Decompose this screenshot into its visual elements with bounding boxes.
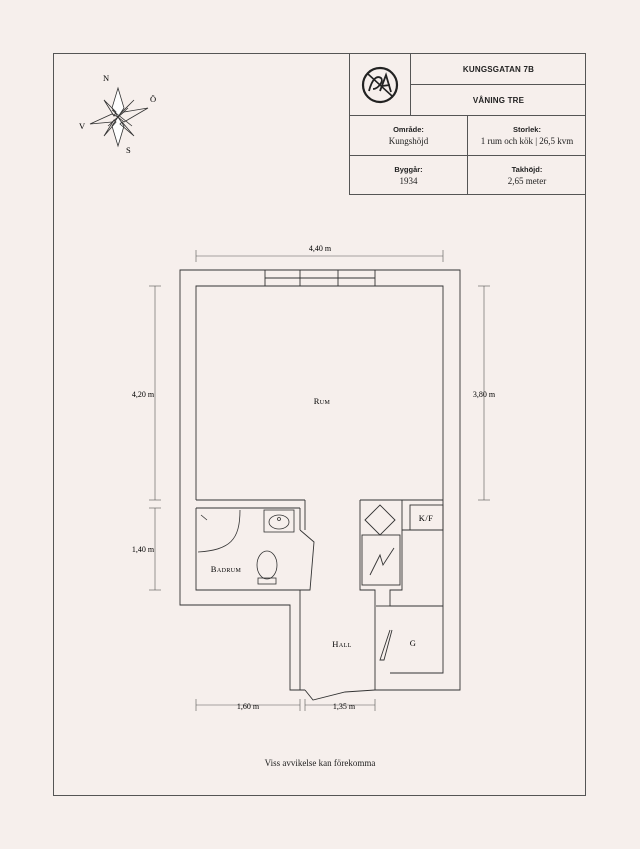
area-label: Område: xyxy=(393,125,424,134)
disclaimer: Viss avvikelse kan förekomma xyxy=(264,758,376,768)
dim-top-width: 4,40 m xyxy=(309,244,332,253)
bathroom-fixtures xyxy=(197,509,295,585)
year-value: 1934 xyxy=(399,176,418,186)
title-block: KUNGSGATAN 7B VÅNING TRE Område: Kungshö… xyxy=(349,54,586,195)
height-cell: Takhöjd: 2,65 meter xyxy=(468,156,586,195)
size-cell: Storlek: 1 rum och kök | 26,5 kvm xyxy=(468,116,586,155)
walls xyxy=(179,269,461,701)
info-row-2: Byggår: 1934 Takhöjd: 2,65 meter xyxy=(350,155,586,195)
area-value: Kungshöjd xyxy=(388,136,429,146)
compass-e: Ö xyxy=(150,94,156,104)
shower-icon xyxy=(200,514,208,521)
compass-w: V xyxy=(79,121,86,131)
room-hall: Hall xyxy=(332,639,351,649)
height-label: Takhöjd: xyxy=(511,165,543,174)
compass-s: S xyxy=(126,145,131,155)
street-address: KUNGSGATAN 7B xyxy=(411,54,586,85)
agency-logo-icon xyxy=(350,54,411,115)
dim-left-lower: 1,40 m xyxy=(132,545,155,554)
floor-label: VÅNING TRE xyxy=(472,95,525,105)
year-cell: Byggår: 1934 xyxy=(350,156,468,195)
compass-n: N xyxy=(103,73,109,83)
room-rum: Rum xyxy=(314,396,331,406)
room-kf: K/F xyxy=(419,513,433,523)
dim-right-height: 3,80 m xyxy=(473,390,496,399)
room-g: G xyxy=(410,638,417,648)
dim-left-upper: 4,20 m xyxy=(132,390,155,399)
compass-rose-icon xyxy=(89,86,149,148)
room-badrum: Badrum xyxy=(211,564,242,574)
dim-bottom-right: 1,35 m xyxy=(333,702,356,711)
size-label: Storlek: xyxy=(513,125,541,134)
toilet-icon xyxy=(256,550,278,580)
area-cell: Område: Kungshöjd xyxy=(350,116,468,155)
height-value: 2,65 meter xyxy=(507,176,547,186)
dim-bottom-left: 1,60 m xyxy=(237,702,260,711)
dimension-lines xyxy=(149,250,490,711)
info-row-1: Område: Kungshöjd Storlek: 1 rum och kök… xyxy=(350,115,586,155)
sink-icon xyxy=(263,509,295,533)
size-value: 1 rum och kök | 26,5 kvm xyxy=(480,136,574,146)
page-frame xyxy=(53,53,586,796)
year-label: Byggår: xyxy=(394,165,423,174)
